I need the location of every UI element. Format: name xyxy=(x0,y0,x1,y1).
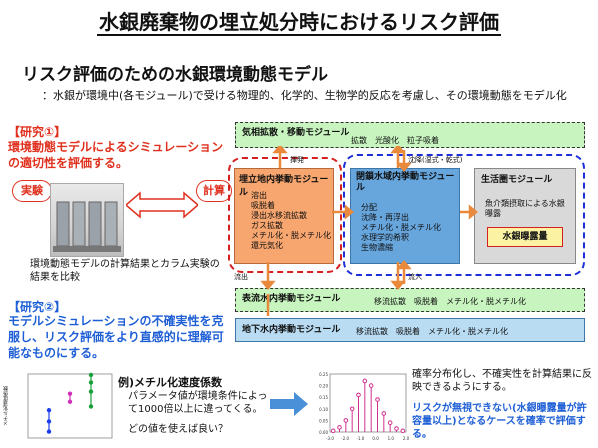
groundwater-module: 地下水内挙動モジュール 移流拡散 吸脱着 メチル化・脱メチル化 xyxy=(235,318,585,342)
distribution-marker xyxy=(337,425,342,430)
closed-water-item: 沈降・再浮出 xyxy=(361,213,409,222)
plot-y-axis-label: メチル化速度係数 xyxy=(3,386,9,426)
closed-water-module: 閉鎖水域内挙動モジュール 分配 沈降・再浮出 メチル化・脱メチル化 水理学的希釈… xyxy=(350,168,460,264)
living-sphere-module: 生活圏モジュール 魚介類摂取による水銀曝露 水銀曝露量 xyxy=(474,168,576,264)
sink-float-label: 沈降(湿式・乾式) xyxy=(408,156,463,164)
landfill-module-items: 溶出 吸脱着 浸出水移流拡散 ガス拡散 メチル化・脱メチル化 還元気化 xyxy=(251,191,331,251)
page-title: 水銀廃棄物の埋立処分時におけるリスク評価 xyxy=(97,10,501,36)
closed-water-item: メチル化・脱メチル化 xyxy=(361,223,441,232)
y-tick-label: 0.20 xyxy=(319,384,328,389)
data-point xyxy=(46,408,52,413)
data-point xyxy=(67,391,73,396)
landfill-item: 吸脱着 xyxy=(251,201,275,210)
outflow-label: 流出 xyxy=(234,273,248,281)
landfill-item: 溶出 xyxy=(251,191,267,200)
distribution-marker xyxy=(381,411,387,416)
example-question: どの値を使えば良い？ xyxy=(128,424,228,435)
groundwater-module-title: 地下水内挙動モジュール xyxy=(242,325,341,335)
gas-module-items: 拡散 光酸化 粒子吸着 xyxy=(351,136,439,145)
landfill-item: メチル化・脱メチル化 xyxy=(251,231,331,240)
example-text: パラメータ値が環境条件によって1000倍以上に違ってくる。 xyxy=(128,391,268,415)
inflow-label: 流入 xyxy=(408,273,422,281)
living-module-items: 魚介類摂取による水銀曝露 xyxy=(485,199,565,218)
surface-water-module: 表流水内挙動モジュール 移流拡散 吸脱着 メチル化・脱メチル化 xyxy=(235,288,585,312)
study2-text: モデルシミュレーションの不確実性を克服し、リスク評価をより直感的に理解可能なもの… xyxy=(8,314,224,360)
study2-label: 【研究②】 xyxy=(8,300,67,314)
calc-tag: 計算 xyxy=(196,180,232,202)
probability-distribution-chart: 0.25 0.20 0.15 0.10 0.05 0.00-3.0 -2.0 -1.0 0.0 1… xyxy=(319,372,410,441)
module-flow-arrows xyxy=(260,146,478,316)
distribution-marker xyxy=(362,378,368,384)
distribution-marker xyxy=(343,418,349,423)
column-experiment-photo xyxy=(50,183,124,257)
study1-label: 【研究①】 xyxy=(8,125,67,139)
distribution-marker xyxy=(349,406,355,412)
plot-frame xyxy=(27,373,113,439)
y-tick-label: 0.25 xyxy=(319,372,328,377)
living-module-title: 生活圏モジュール xyxy=(481,175,553,185)
landfill-module: 埋立地内挙動モジュール 溶出 吸脱着 浸出水移流拡散 ガス拡散 メチル化・脱メチ… xyxy=(234,168,334,264)
data-point xyxy=(88,380,94,385)
transform-arrow xyxy=(270,392,308,416)
data-point xyxy=(88,389,94,394)
mercury-exposure-highlight: 水銀曝露量 xyxy=(487,227,563,247)
column-apparatus-illustration xyxy=(53,201,121,252)
closed-water-module-items: 分配 沈降・再浮出 メチル化・脱メチル化 水理学的希釈 生物濃縮 xyxy=(361,203,441,253)
methylation-coefficient-plot xyxy=(27,372,113,439)
experiment-tag: 実験 xyxy=(12,180,52,202)
y-tick-label: 0.15 xyxy=(319,395,328,400)
distribution-marker xyxy=(400,428,406,434)
distribution-marker xyxy=(387,420,393,426)
distribution-marker xyxy=(356,392,361,398)
study2-scope-outline xyxy=(343,154,585,276)
closed-water-item: 分配 xyxy=(361,203,377,212)
groundwater-module-items: 移流拡散 吸脱着 メチル化・脱メチル化 xyxy=(356,327,508,336)
gas-module-title: 気相拡散・移動モジュール xyxy=(242,128,350,138)
gas-diffusion-module: 気相拡散・移動モジュール 拡散 光酸化 粒子吸着 xyxy=(235,122,585,148)
surface-module-title: 表流水内挙動モジュール xyxy=(242,294,341,304)
distribution-marker xyxy=(375,397,380,402)
plot-frame xyxy=(329,373,407,433)
distribution-marker xyxy=(394,426,399,431)
surface-module-items: 移流拡散 吸脱着 メチル化・脱メチル化 xyxy=(374,297,526,306)
study1-text: 環境動態モデルによるシミュレーションの適切性を評価する。 xyxy=(8,140,224,170)
distribution-marker xyxy=(330,428,336,434)
y-tick-label: 0.05 xyxy=(319,418,328,423)
probability-text-1: 確率分布化し、不確実性を計算結果に反映できるようにする。 xyxy=(412,369,592,393)
study1-caption: 環境動態モデルの計算結果とカラム実験の結果を比較 xyxy=(30,259,220,283)
closed-water-module-title: 閉鎖水域内挙動モジュール xyxy=(356,172,455,193)
volatilize-label: 揮発 xyxy=(290,156,304,164)
example-label: 例)メチル化速度係数 xyxy=(118,376,223,389)
x-tick-label: -3.0 xyxy=(326,436,334,441)
study1-scope-outline xyxy=(228,157,342,273)
data-point xyxy=(67,399,73,404)
subtitle: リスク評価のための水銀環境動態モデル xyxy=(22,65,328,85)
closed-water-item: 水理学的希釈 xyxy=(361,233,409,242)
landfill-item: ガス拡散 xyxy=(251,221,283,230)
landfill-item: 還元気化 xyxy=(251,241,283,250)
probability-text-2: リスクが無視できない(水銀曝露量が許容量以上)となるケースを確率で評価する。 xyxy=(412,403,587,440)
compare-double-arrow xyxy=(126,191,198,219)
data-point xyxy=(46,419,52,424)
y-tick-label: 0.00 xyxy=(319,430,328,435)
x-tick-label: 2.0 xyxy=(403,436,410,441)
x-tick-label: 0.0 xyxy=(372,436,379,441)
data-point xyxy=(46,429,52,434)
closed-water-item: 生物濃縮 xyxy=(361,243,393,252)
x-tick-label: -2.0 xyxy=(341,436,349,441)
distribution-marker xyxy=(368,383,374,388)
data-point xyxy=(88,404,94,409)
landfill-module-title: 埋立地内挙動モジュール xyxy=(239,175,329,198)
landfill-item: 浸出水移流拡散 xyxy=(251,211,307,220)
x-tick-label: -1.0 xyxy=(356,436,364,441)
data-point xyxy=(88,372,94,378)
description: ：水銀が環境中(各モジュール)で受ける物理的、化学的、生物学的反応を考慮し、その… xyxy=(42,89,567,102)
y-tick-label: 0.10 xyxy=(319,407,328,412)
x-tick-label: 1.0 xyxy=(388,436,395,441)
